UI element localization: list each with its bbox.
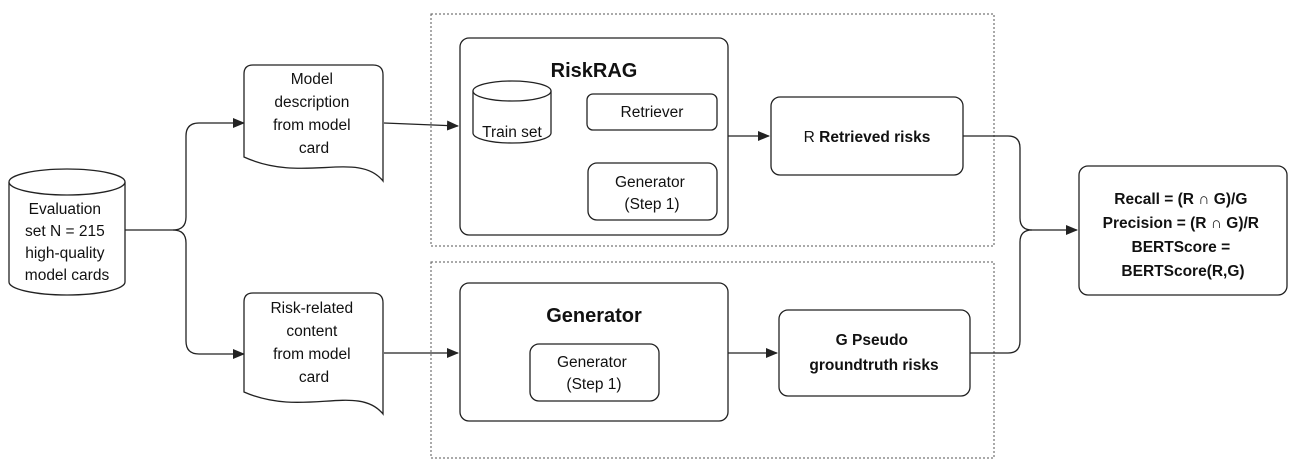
- retrieved-risks-label: Retrieved risks: [819, 129, 930, 146]
- train-set-label: Train set: [482, 124, 542, 141]
- evaluation-set-line-1: Evaluation: [29, 201, 101, 218]
- retrieved-risks-box: R Retrieved risks: [770, 96, 964, 176]
- risk-related-content-document: Risk-related content from model card: [243, 292, 384, 416]
- risk-content-line-4: card: [299, 369, 329, 386]
- svg-text:Risk-related content: Risk-related content from model card: [270, 300, 357, 386]
- connectors: [125, 107, 1078, 359]
- pseudo-risks-line-2: groundtruth risks: [809, 357, 938, 374]
- generator-panel-title: Generator: [546, 305, 642, 327]
- riskrag-generator-line-1: Generator: [615, 174, 685, 191]
- pseudo-groundtruth-risks-box: G Pseudo groundtruth risks: [778, 309, 971, 397]
- svg-text:Model description: Model description from model card: [273, 71, 355, 157]
- generator-step1-line-2: (Step 1): [566, 376, 621, 393]
- svg-text:Evaluation set N = 215: Evaluation set N = 215 high-quality mode…: [25, 201, 110, 284]
- svg-text:Recall = (R ∩ G)/G Preci: Recall = (R ∩ G)/G Precision = (R ∩ G)/R…: [1103, 191, 1264, 280]
- model-description-line-3: from model: [273, 117, 351, 134]
- riskrag-panel: RiskRAG Train set Retriever Generator (S…: [459, 37, 729, 236]
- riskrag-pipeline-frame: [430, 13, 995, 247]
- evaluation-set-line-3: high-quality: [25, 245, 105, 262]
- edge-description-to-riskrag: [383, 120, 459, 131]
- edge-retrieved-to-merge: [963, 135, 1033, 231]
- svg-text:Generator (Step 1): Generator (Step 1): [557, 354, 631, 393]
- generator-panel: Generator Generator (Step 1): [459, 282, 729, 422]
- model-description-document: Model description from model card: [243, 64, 384, 183]
- metric-recall: Recall = (R ∩ G)/G: [1114, 191, 1247, 208]
- edge-branch-to-model-description: [172, 118, 245, 231]
- model-description-line-4: card: [299, 140, 329, 157]
- train-set-database: Train set: [472, 80, 552, 144]
- generator-step1-box: [529, 343, 660, 402]
- svg-text:R Retrieved risks: R Retrieved risks: [804, 129, 931, 146]
- riskrag-generator-box: [587, 162, 718, 221]
- metric-bertscore-label: BERTScore =: [1132, 239, 1231, 256]
- risk-content-line-1: Risk-related: [270, 300, 353, 317]
- metrics-box: Recall = (R ∩ G)/G Precision = (R ∩ G)/R…: [1078, 165, 1288, 296]
- edge-pseudo-to-merge: [970, 229, 1033, 354]
- model-description-line-1: Model: [291, 71, 333, 88]
- riskrag-generator-line-2: (Step 1): [624, 196, 679, 213]
- evaluation-set-cylinder: Evaluation set N = 215 high-quality mode…: [8, 168, 126, 296]
- risk-content-line-2: content: [286, 323, 338, 340]
- metric-bertscore-value: BERTScore(R,G): [1121, 263, 1244, 280]
- retriever-label: Retriever: [621, 104, 684, 121]
- evaluation-set-line-4: model cards: [25, 267, 110, 284]
- svg-text:G Pseudo groundtruth ris: G Pseudo groundtruth risks: [809, 332, 938, 374]
- evaluation-set-line-2: set N = 215: [25, 223, 105, 240]
- retriever-box: [586, 93, 718, 131]
- metric-precision: Precision = (R ∩ G)/R: [1103, 215, 1259, 232]
- edge-branch-to-risk-content: [172, 229, 245, 359]
- svg-text:Generator (Step 1): Generator (Step 1): [615, 174, 689, 213]
- retrieved-risks-prefix: R: [804, 129, 815, 146]
- model-description-line-2: description: [274, 94, 349, 111]
- pseudo-risks-line-1: G Pseudo: [836, 332, 908, 349]
- generator-pipeline-frame: [430, 261, 995, 459]
- risk-content-line-3: from model: [273, 346, 351, 363]
- generator-step1-line-1: Generator: [557, 354, 627, 371]
- riskrag-title: RiskRAG: [551, 60, 638, 82]
